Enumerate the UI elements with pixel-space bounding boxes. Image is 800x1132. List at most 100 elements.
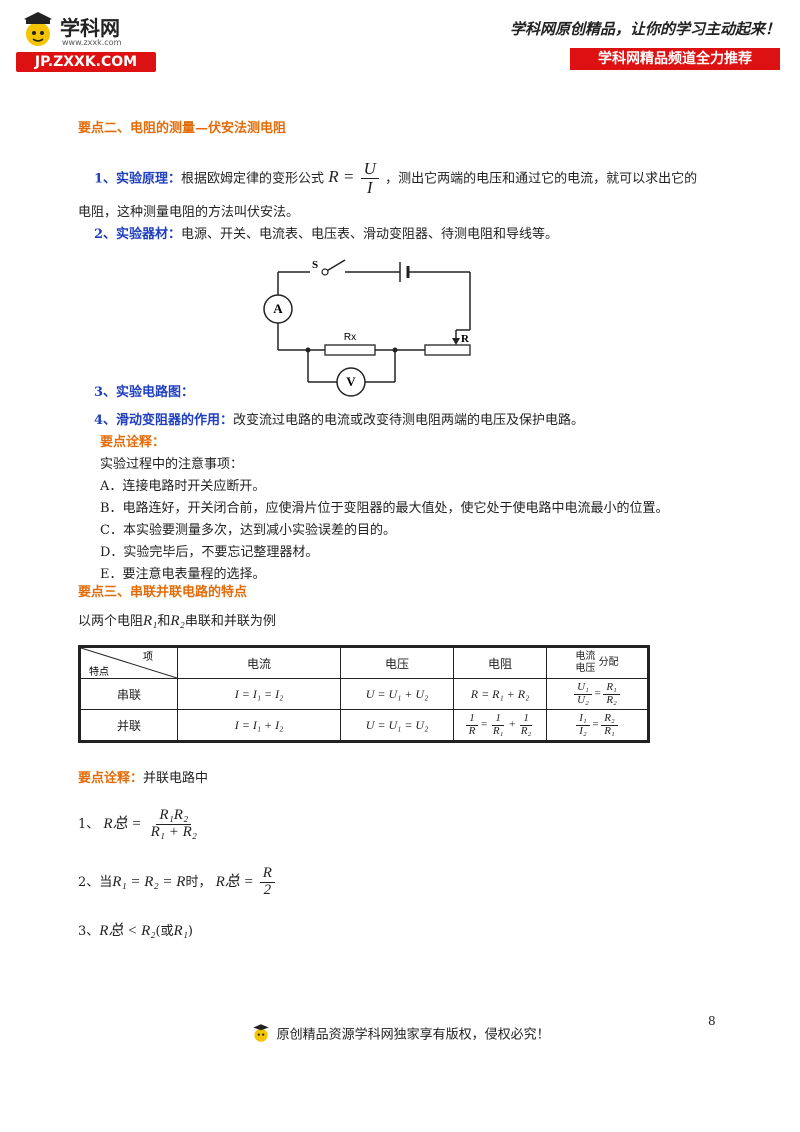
section3-title: 要点三、串联并联电路的特点 — [78, 585, 248, 600]
frac-num: R₁ — [603, 681, 620, 695]
frac-num: R — [259, 865, 275, 883]
item2-condition: R₁ = R₂ = R — [112, 873, 186, 890]
section2-title: 要点二、电阻的测量—伏安法测电阻 — [78, 121, 287, 136]
diagonal-divider-icon: 项 特点 — [81, 648, 177, 678]
item3-expr: R总 < R₂ — [99, 923, 156, 939]
rheostat-func-text: 改变流过电路的电流或改变待测电阻两端的电压及保护电路。 — [233, 413, 585, 428]
frac-num: U₁ — [574, 681, 592, 695]
equipment-line: 2、实验器材：电源、开关、电流表、电压表、滑动变阻器、待测电阻和导线等。 — [94, 226, 558, 244]
intro-text-b: 串联和并联为例 — [184, 614, 276, 629]
logo-text: 学科网 — [60, 16, 120, 40]
notes-label: 要点诠释： — [100, 435, 166, 450]
switch-contact-icon — [321, 268, 329, 276]
voltmeter-icon — [336, 367, 366, 397]
dist-header-bottom: 电压 — [575, 663, 596, 674]
item2-when: 时， — [185, 874, 212, 890]
resistor-label: Rx — [344, 332, 356, 343]
frac-den: U₂ — [577, 693, 589, 706]
header-current: 电流 — [177, 646, 341, 679]
rheostat-func-label: 4、滑动变阻器的作用： — [94, 413, 234, 428]
ammeter-label: A — [273, 301, 283, 316]
intro-and: 和 — [157, 614, 171, 629]
item1-index: 1、 — [78, 816, 100, 832]
channel-badge[interactable]: 学科网精品频道全力推荐 — [570, 48, 780, 70]
frac-den: R₂ — [520, 724, 532, 737]
item3-r1: R₁ — [173, 923, 188, 939]
header-slogan: 学科网原创精品，让你的学习主动起来！ — [509, 20, 780, 38]
frac-den: R₂ — [606, 693, 617, 706]
circuit-diagram: S A Rx R V — [263, 259, 471, 397]
frac-den: R₁ — [604, 724, 615, 737]
logo-url: www.zxxk.com — [62, 38, 122, 47]
circuit-label: 3、实验电路图： — [94, 385, 195, 400]
corner-top: 项 — [143, 651, 153, 663]
mascot-icon — [24, 12, 52, 46]
dist-header-stack: 电流电压 — [575, 651, 595, 675]
mascot-icon — [253, 1024, 270, 1042]
slider-arrow-icon — [452, 338, 460, 345]
copyright-text: 原创精品资源学科网独家享有版权，侵权必究！ — [276, 1027, 550, 1043]
ammeter-icon — [263, 294, 293, 324]
page-number: 8 — [708, 1014, 716, 1028]
row-name: 串联 — [79, 678, 178, 710]
row-voltage: U = U₁ + U₂ — [340, 678, 454, 710]
row-resistance: R = R₁ + R₂ — [453, 678, 547, 710]
table-corner-cell: 项 特点 — [79, 646, 178, 679]
rheostat-icon — [424, 344, 471, 356]
principle-text-c: 电阻，这种测量电阻的方法叫伏安法。 — [78, 205, 300, 220]
frac-den: R₁ — [492, 724, 504, 737]
note-item: E．要注意电表量程的选择。 — [100, 567, 266, 582]
formula-item-3: 3、R总 < R₂(或R₁) — [78, 922, 193, 941]
item3-close: ) — [187, 924, 193, 939]
rheostat-label: R — [461, 333, 470, 345]
frac-num: 1 — [520, 712, 532, 726]
formula-lhs: R = — [328, 167, 355, 187]
row-current: I = I₁ + I₂ — [177, 709, 341, 742]
item3-index: 3、 — [78, 924, 100, 939]
row-current: I = I₁ = I₂ — [177, 678, 341, 710]
dist-header-top: 电流 — [575, 651, 596, 662]
note-item: D．实验完毕后，不要忘记整理器材。 — [100, 545, 319, 560]
footer: 原创精品资源学科网独家享有版权，侵权必究！ — [0, 1022, 800, 1044]
rheostat-line: 4、滑动变阻器的作用：改变流过电路的电流或改变待测电阻两端的电压及保护电路。 — [94, 412, 584, 430]
header-voltage: 电压 — [340, 646, 454, 679]
site-badge[interactable]: JP.ZXXK.COM — [16, 52, 156, 72]
item2-lhs: R总 = — [215, 873, 254, 890]
row-voltage: U = U₁ = U₂ — [340, 709, 454, 742]
intro-text-a: 以两个电阻 — [78, 614, 144, 629]
frac-num: R₂ — [601, 712, 618, 726]
frac-den: I₂ — [579, 724, 587, 737]
item2-index: 2、当 — [78, 874, 113, 890]
frac-den: 2 — [263, 881, 272, 898]
header-resistance: 电阻 — [453, 646, 547, 679]
junction-left-icon — [305, 347, 311, 353]
formula-num: U — [360, 160, 379, 179]
equipment-text: 电源、开关、电流表、电压表、滑动变阻器、待测电阻和导线等。 — [181, 227, 559, 242]
note-item: C．本实验要测量多次，达到减小实验误差的目的。 — [100, 523, 396, 538]
equipment-label: 2、实验器材： — [94, 227, 182, 242]
frac-num: 1 — [466, 712, 478, 726]
dist-header-side: 分配 — [598, 657, 619, 668]
resistor-rx-icon — [324, 344, 376, 356]
header-distribution: 电流电压 分配 — [546, 646, 649, 679]
section3-notes: 要点诠释：并联电路中 — [78, 770, 208, 788]
principle-label: 1、实验原理： — [94, 171, 182, 187]
voltmeter-label: V — [346, 374, 356, 389]
